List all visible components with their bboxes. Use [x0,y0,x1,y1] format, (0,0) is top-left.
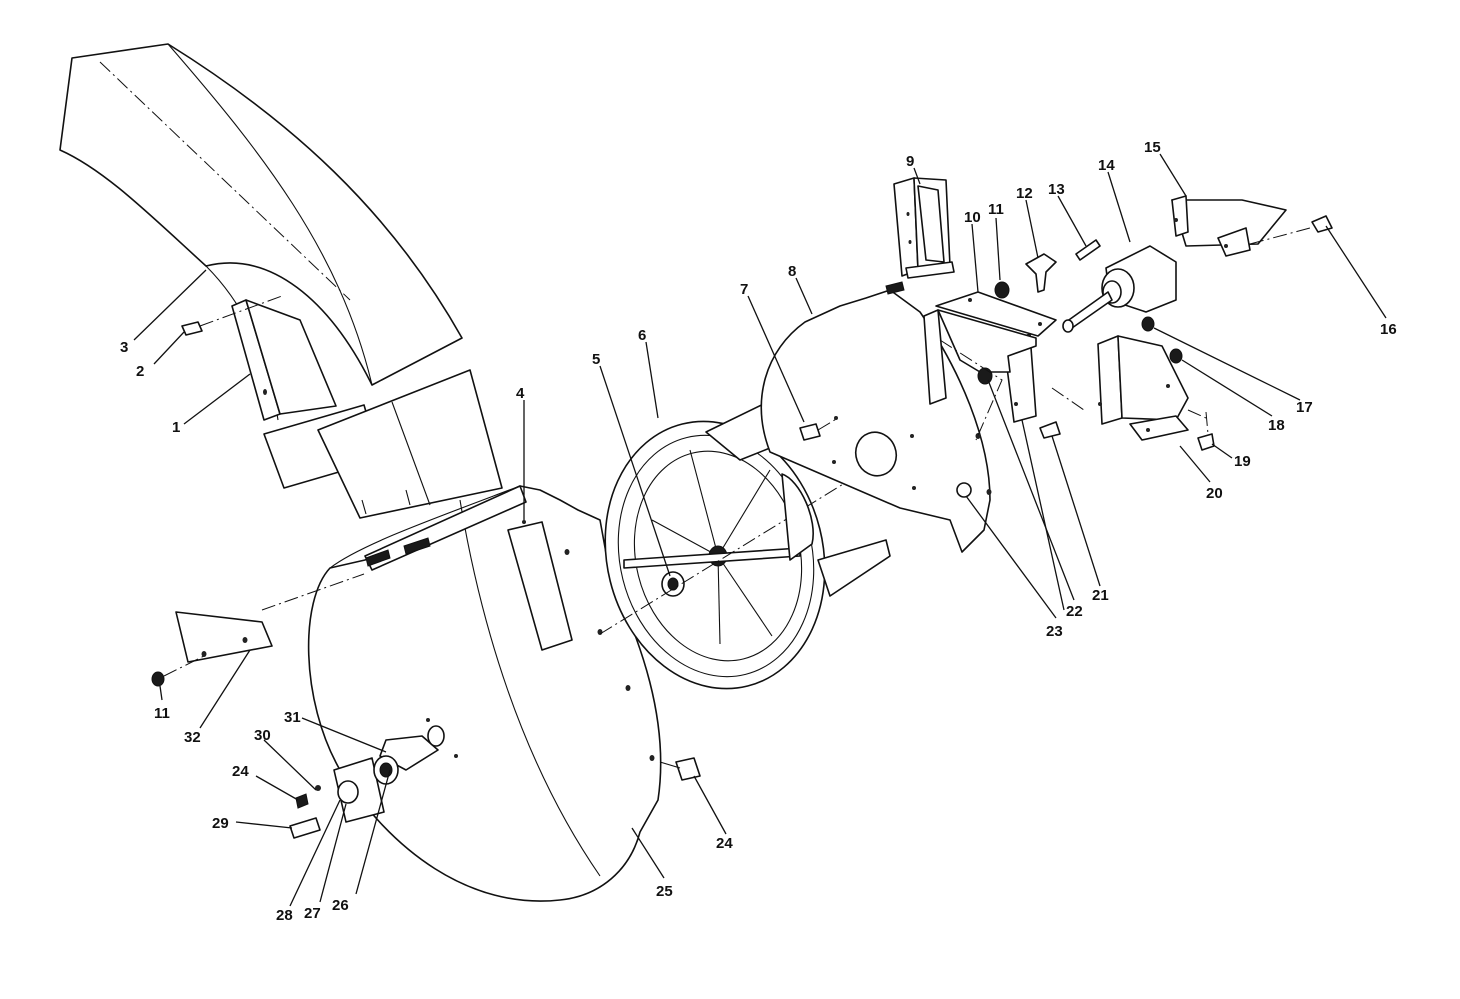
housing-bracket [175,573,365,663]
chute-extension [263,369,503,519]
callout-14: 14 [1098,157,1115,174]
wing-knob [1025,253,1057,293]
nut-upper [994,281,1010,299]
callout-9: 9 [906,153,914,170]
motor-bracket [1171,195,1311,257]
callout-6: 6 [638,327,646,344]
backplate-nut [956,482,992,498]
callout-19: 19 [1234,453,1251,470]
callout-20: 20 [1206,485,1223,502]
motor-mount-plate [923,291,1057,441]
callout-31: 31 [284,709,301,726]
callout-5: 5 [592,351,600,368]
callout-12: 12 [1016,185,1033,202]
shaft-key [1075,239,1101,261]
mount-bolt [1039,421,1061,439]
lower-mount-bracket [1051,335,1207,441]
callout-32: 32 [184,729,201,746]
callout-17: 17 [1296,399,1313,416]
callout-24-right: 24 [716,835,733,852]
callout-labels: 3 2 1 4 5 6 7 8 9 10 11 11 12 13 14 15 1… [120,139,1397,924]
bearing-assembly [289,718,458,839]
callout-1: 1 [172,419,180,436]
callout-26: 26 [332,897,349,914]
housing-bolt [659,757,701,781]
callout-15: 15 [1144,139,1161,156]
callout-11-lower: 11 [154,705,170,722]
blower-housing [307,485,662,902]
upper-mount-bracket [893,177,955,279]
callout-11-upper: 11 [988,201,1004,218]
callout-2: 2 [136,363,144,380]
backplate-bolt [799,417,839,441]
chute-pin [181,295,283,336]
callout-7: 7 [740,281,748,298]
callout-13: 13 [1048,181,1065,198]
callout-4: 4 [516,385,525,402]
callout-21: 21 [1092,587,1109,604]
chute-deflector-plate [231,299,337,421]
callout-3: 3 [120,339,128,356]
callout-24-left: 24 [232,763,249,780]
callout-29: 29 [212,815,229,832]
motor [1062,245,1177,333]
callout-16: 16 [1380,321,1397,338]
impeller-hub [599,469,867,635]
callout-27: 27 [304,905,321,922]
impeller-wheel [604,420,826,690]
callout-22: 22 [1066,603,1083,620]
leader-lines [133,153,1387,907]
callout-8: 8 [788,263,796,280]
callout-25: 25 [656,883,673,900]
bracket-nuts [1141,316,1183,364]
callout-23: 23 [1046,623,1063,640]
callout-28: 28 [276,907,293,924]
nut-left [151,655,205,687]
callout-10: 10 [964,209,981,226]
callout-30: 30 [254,727,271,744]
discharge-chute [59,43,463,421]
callout-18: 18 [1268,417,1285,434]
